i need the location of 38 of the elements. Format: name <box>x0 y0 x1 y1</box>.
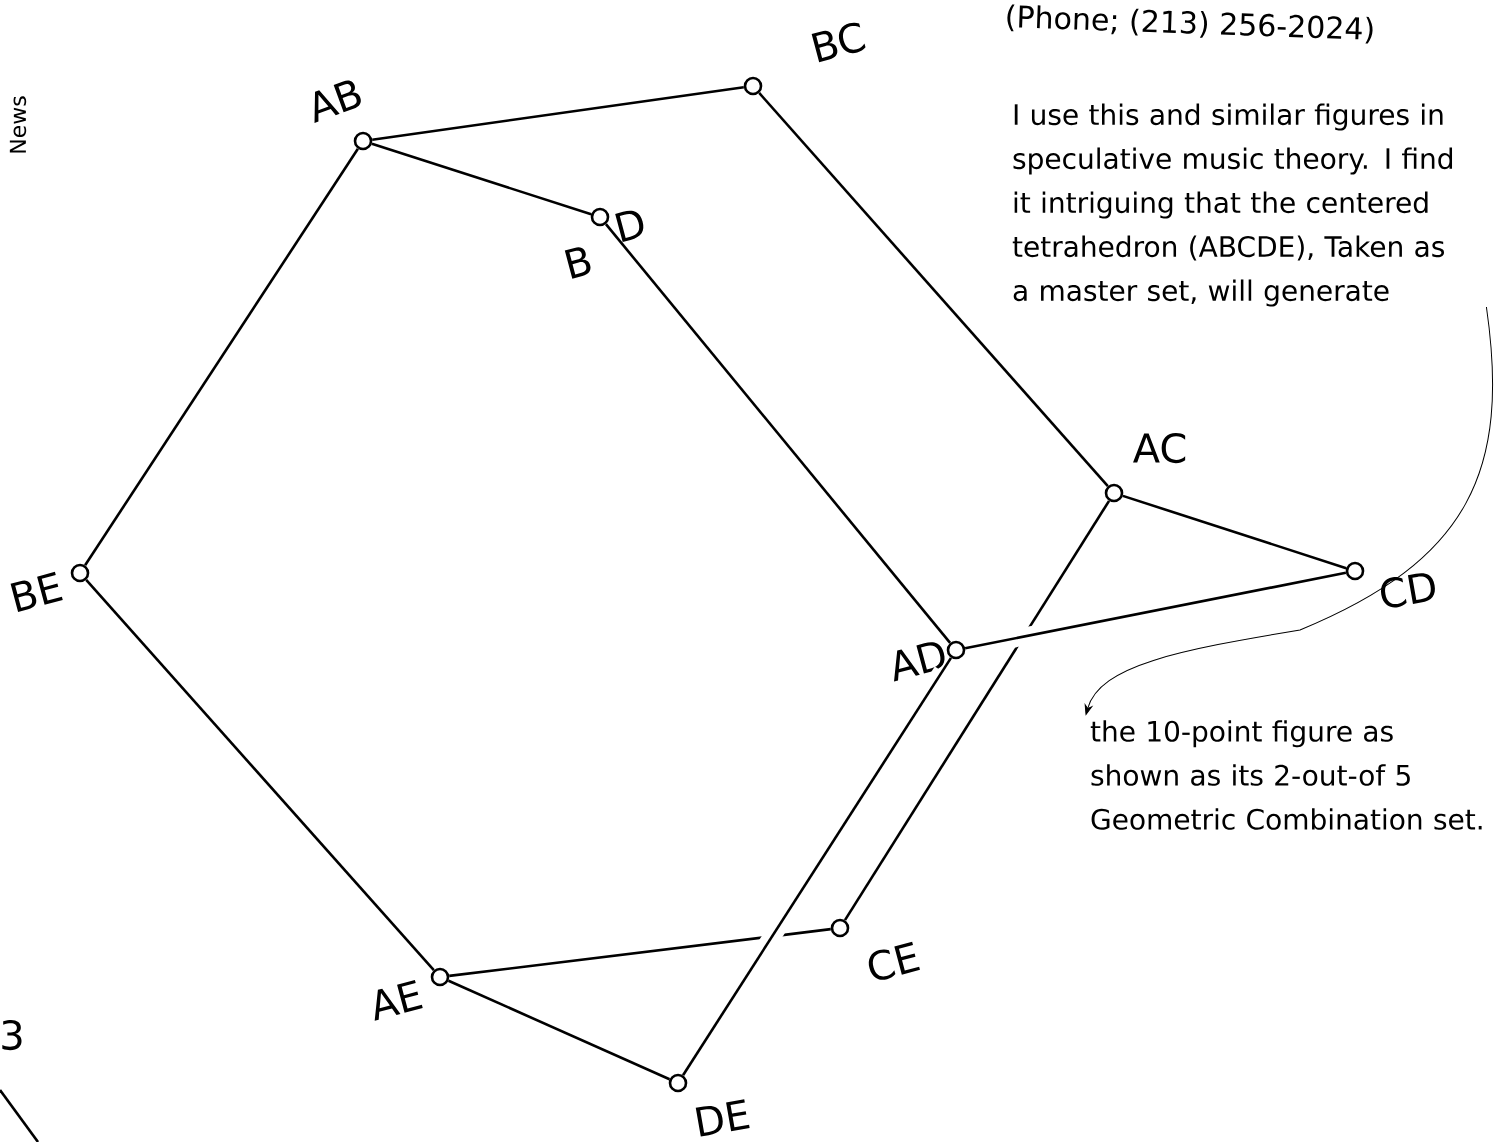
vertex-circle <box>70 563 90 583</box>
vertex-label: AD <box>894 642 945 682</box>
edge-line <box>371 142 592 216</box>
vertex-label: CE <box>868 941 920 980</box>
edge-line <box>1122 494 1347 570</box>
vertex-label: D <box>615 210 644 243</box>
vertex-circle <box>830 918 850 938</box>
note-text: I use this and similar figures in speculative music theory. I find it intriguing that the centered tetrahedron (ABCDE), Taken as a master set, will generate <box>1012 103 1452 307</box>
edge-line <box>758 92 1109 487</box>
edge-line <box>449 927 831 978</box>
leader-arrow <box>1084 306 1494 715</box>
phone-note: (Phone; (213) 256-2024) <box>1007 4 1373 44</box>
edge-line <box>843 500 1111 921</box>
vertex-label: DE <box>695 1099 750 1137</box>
vertex-circle <box>668 1073 688 1093</box>
vertex-label: AB <box>314 80 361 123</box>
vertex-label: B <box>564 247 591 279</box>
edge-line <box>372 86 744 141</box>
vertex-label: BC <box>811 22 866 63</box>
vertex-circle <box>1345 561 1365 581</box>
vertex-circle <box>353 131 373 151</box>
vertex-label: AE <box>374 979 423 1021</box>
edge-line <box>681 657 953 1076</box>
rotated-text: News <box>9 96 27 153</box>
vertex-circle <box>430 967 450 987</box>
vertex-circle <box>946 640 966 660</box>
vertex-label: CD <box>1381 573 1435 608</box>
vertex-label: AC <box>1133 432 1186 464</box>
edge-line <box>604 223 952 644</box>
edge-line <box>85 579 435 971</box>
edge-line <box>84 148 359 566</box>
note-text: the 10-point figure as shown as its 2-out-of 5 Geometric Combination set. <box>1090 720 1482 830</box>
vertex-circle <box>1104 483 1124 503</box>
vertex-circle <box>743 76 763 96</box>
fragment-text: 3 <box>2 1019 22 1051</box>
edge-line <box>448 979 671 1081</box>
vertex-circle <box>590 207 610 227</box>
vertex-label: BE <box>10 571 63 612</box>
